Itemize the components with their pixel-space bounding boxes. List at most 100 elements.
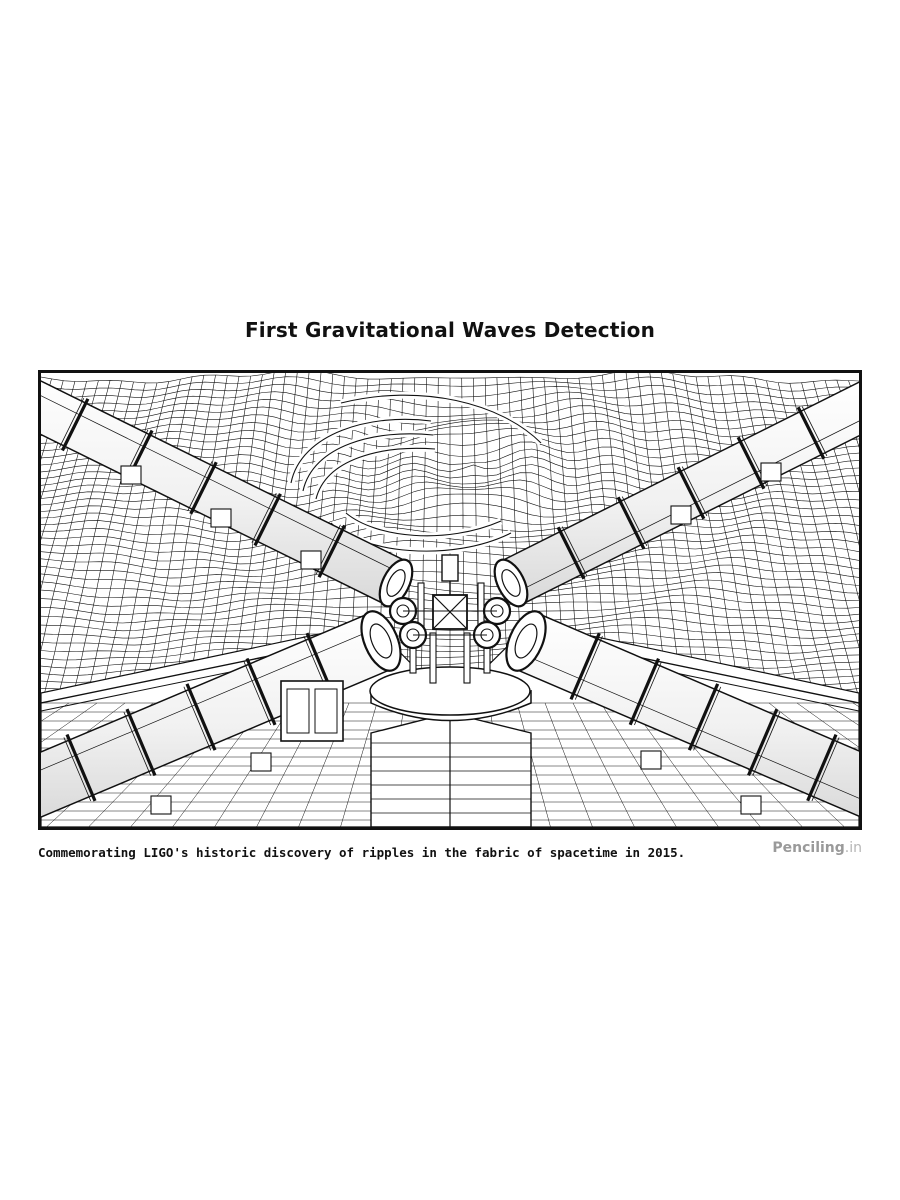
optics-post — [429, 632, 437, 684]
ripple-arc-outline — [302, 433, 434, 492]
tube-end-port — [386, 569, 406, 597]
laser-source — [441, 554, 459, 582]
floor-line — [572, 702, 635, 827]
grid-line-vertical — [719, 375, 788, 708]
tube-flange-edge — [123, 711, 152, 776]
grid-line-vertical — [649, 373, 700, 713]
tube-flange-edge — [621, 496, 648, 547]
brand-name: Penciling — [772, 840, 845, 856]
grid-line-vertical — [127, 376, 193, 706]
tube-flange-edge — [251, 492, 277, 543]
tube-flange — [687, 683, 720, 751]
tube-flange — [796, 406, 826, 460]
grid-line-vertical — [156, 374, 216, 704]
floor-line — [41, 702, 98, 743]
arm-support — [250, 752, 272, 772]
arm-support — [210, 508, 232, 528]
floor-line — [516, 702, 551, 827]
arm-support — [300, 550, 322, 570]
optics-post — [463, 632, 471, 684]
brand-suffix: .in — [844, 840, 862, 856]
arm-support — [760, 462, 782, 482]
grid-line-vertical — [215, 374, 263, 702]
tube-flange — [125, 708, 157, 777]
tube-end-port — [369, 623, 393, 659]
grid-line-vertical — [171, 375, 228, 702]
tube-flange-edge — [681, 466, 708, 517]
arm-support — [740, 795, 762, 815]
grid-line-vertical — [420, 377, 427, 708]
arm-bottom-right — [505, 610, 859, 818]
grid-line-vertical — [142, 375, 205, 705]
ligo-illustration — [41, 373, 859, 827]
pit-wall — [370, 712, 532, 827]
tube-flange — [556, 526, 586, 580]
tube-flange-edge — [243, 661, 272, 726]
tube-body — [41, 380, 408, 606]
ripple-arc-outline — [315, 447, 436, 500]
tube-flange — [245, 657, 277, 726]
tube-flange — [65, 733, 97, 802]
illustration-frame — [38, 370, 862, 830]
tube-flange-edge — [634, 661, 662, 726]
tube-flange-edge — [63, 737, 92, 802]
grid-line-vertical — [672, 373, 729, 711]
grid-line-vertical — [637, 373, 685, 713]
platform-top — [369, 666, 531, 716]
page-title: First Gravitational Waves Detection — [244, 318, 656, 342]
tube-flange — [676, 466, 706, 520]
tube-flange-edge — [574, 636, 603, 700]
tube-end-port — [514, 623, 538, 659]
tube-flange — [616, 496, 646, 550]
tube-flange — [189, 461, 218, 515]
grid-line-vertical — [473, 378, 480, 703]
tube-flange — [185, 683, 217, 751]
arm-support — [150, 795, 172, 815]
floor-line — [796, 702, 859, 748]
floor-line — [824, 702, 859, 726]
spacetime-grid — [41, 373, 859, 714]
grid-line-vertical — [186, 376, 240, 702]
cabinet-door — [286, 688, 310, 734]
tube-flange-edge — [752, 712, 781, 776]
arm-support — [120, 465, 142, 485]
grid-line-vertical — [98, 381, 169, 707]
grid-line-vertical — [684, 375, 744, 710]
tube-flange — [317, 524, 347, 578]
tube-flange-edge — [693, 686, 722, 751]
tube-flange — [747, 708, 779, 777]
floor-line — [600, 702, 677, 827]
tube-flange-edge — [801, 406, 828, 457]
tube-flange — [628, 657, 660, 726]
floor-line — [340, 702, 378, 827]
tube-end-port — [501, 569, 521, 597]
tube-flange-edge — [59, 397, 85, 448]
tube-flange — [736, 436, 766, 490]
detector-arms — [41, 380, 859, 818]
grid-line-vertical — [707, 376, 773, 709]
brand-logo[interactable]: Penciling.in — [772, 840, 862, 856]
control-cabinet — [280, 680, 344, 742]
tube-flange-edge — [561, 526, 588, 577]
arm-top-left — [41, 380, 414, 608]
ripple-arc — [312, 444, 436, 501]
tube-flange-edge — [183, 686, 212, 751]
grid-line-vertical — [695, 376, 758, 710]
tube-flange — [569, 632, 601, 701]
splitter-diagonal — [432, 594, 468, 630]
ripple-arc-outline — [290, 418, 432, 484]
beam-splitter-station — [369, 554, 532, 722]
caption: Commemorating LIGO's historic discovery … — [38, 845, 686, 860]
tube-flange-edge — [811, 737, 840, 802]
grid-line-vertical — [661, 373, 714, 712]
ripple-arc — [343, 510, 503, 540]
ripple-arc-outline — [340, 394, 542, 444]
tube-flange-edge — [187, 461, 213, 512]
grid-line-vertical — [230, 373, 275, 704]
arm-top-right — [493, 381, 859, 608]
ripple-arc-outline — [345, 512, 502, 537]
cabinet-door — [314, 688, 338, 734]
tube-flange — [60, 398, 90, 452]
tube-flange — [806, 733, 838, 802]
grid-line-vertical — [200, 375, 251, 702]
